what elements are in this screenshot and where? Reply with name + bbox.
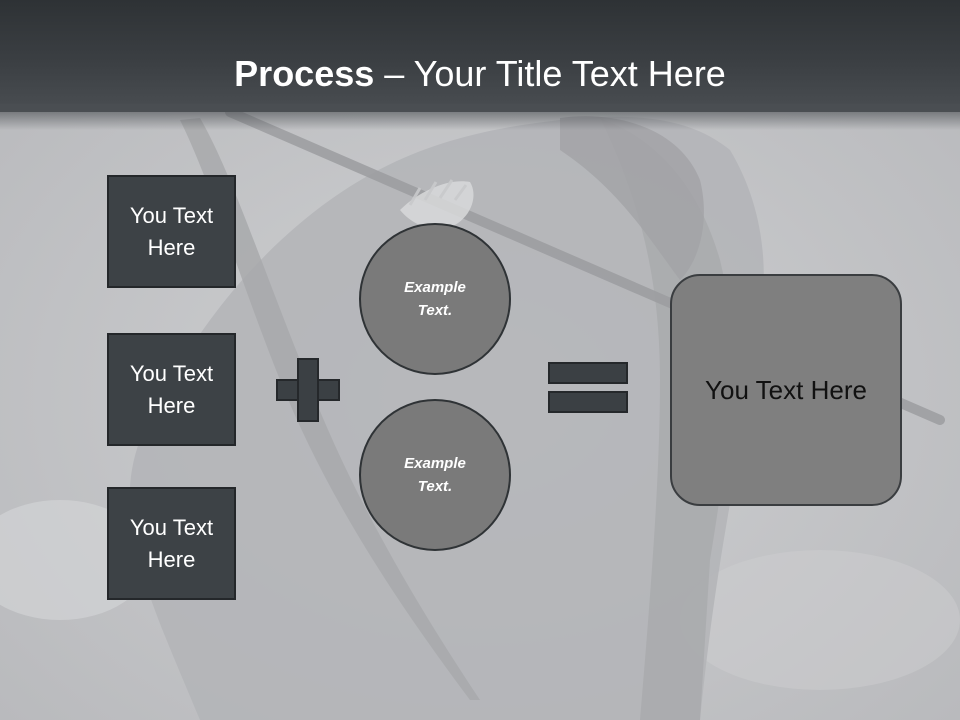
plus-icon bbox=[276, 358, 340, 422]
circle-label: Example Text. bbox=[404, 455, 466, 495]
slide-title: Process – Your Title Text Here bbox=[0, 50, 960, 98]
result-label: You Text Here bbox=[705, 374, 867, 405]
left-box-label: You Text Here bbox=[129, 360, 214, 418]
circle-label: Example Text. bbox=[404, 279, 466, 319]
left-box-3: You Text Here bbox=[107, 487, 236, 600]
title-bold-part: Process bbox=[234, 53, 375, 94]
title-rest: – Your Title Text Here bbox=[374, 53, 726, 94]
left-box-label: You Text Here bbox=[129, 514, 214, 572]
result-box: You Text Here bbox=[670, 274, 902, 506]
left-box-label: You Text Here bbox=[129, 202, 214, 260]
title-bar-fade bbox=[0, 104, 960, 130]
title-bar bbox=[0, 0, 960, 112]
circle-2: Example Text. bbox=[359, 399, 511, 551]
equals-icon-bottom-bar bbox=[548, 391, 628, 413]
equals-icon-top-bar bbox=[548, 362, 628, 384]
left-box-2: You Text Here bbox=[107, 333, 236, 446]
left-box-1: You Text Here bbox=[107, 175, 236, 288]
circle-1: Example Text. bbox=[359, 223, 511, 375]
